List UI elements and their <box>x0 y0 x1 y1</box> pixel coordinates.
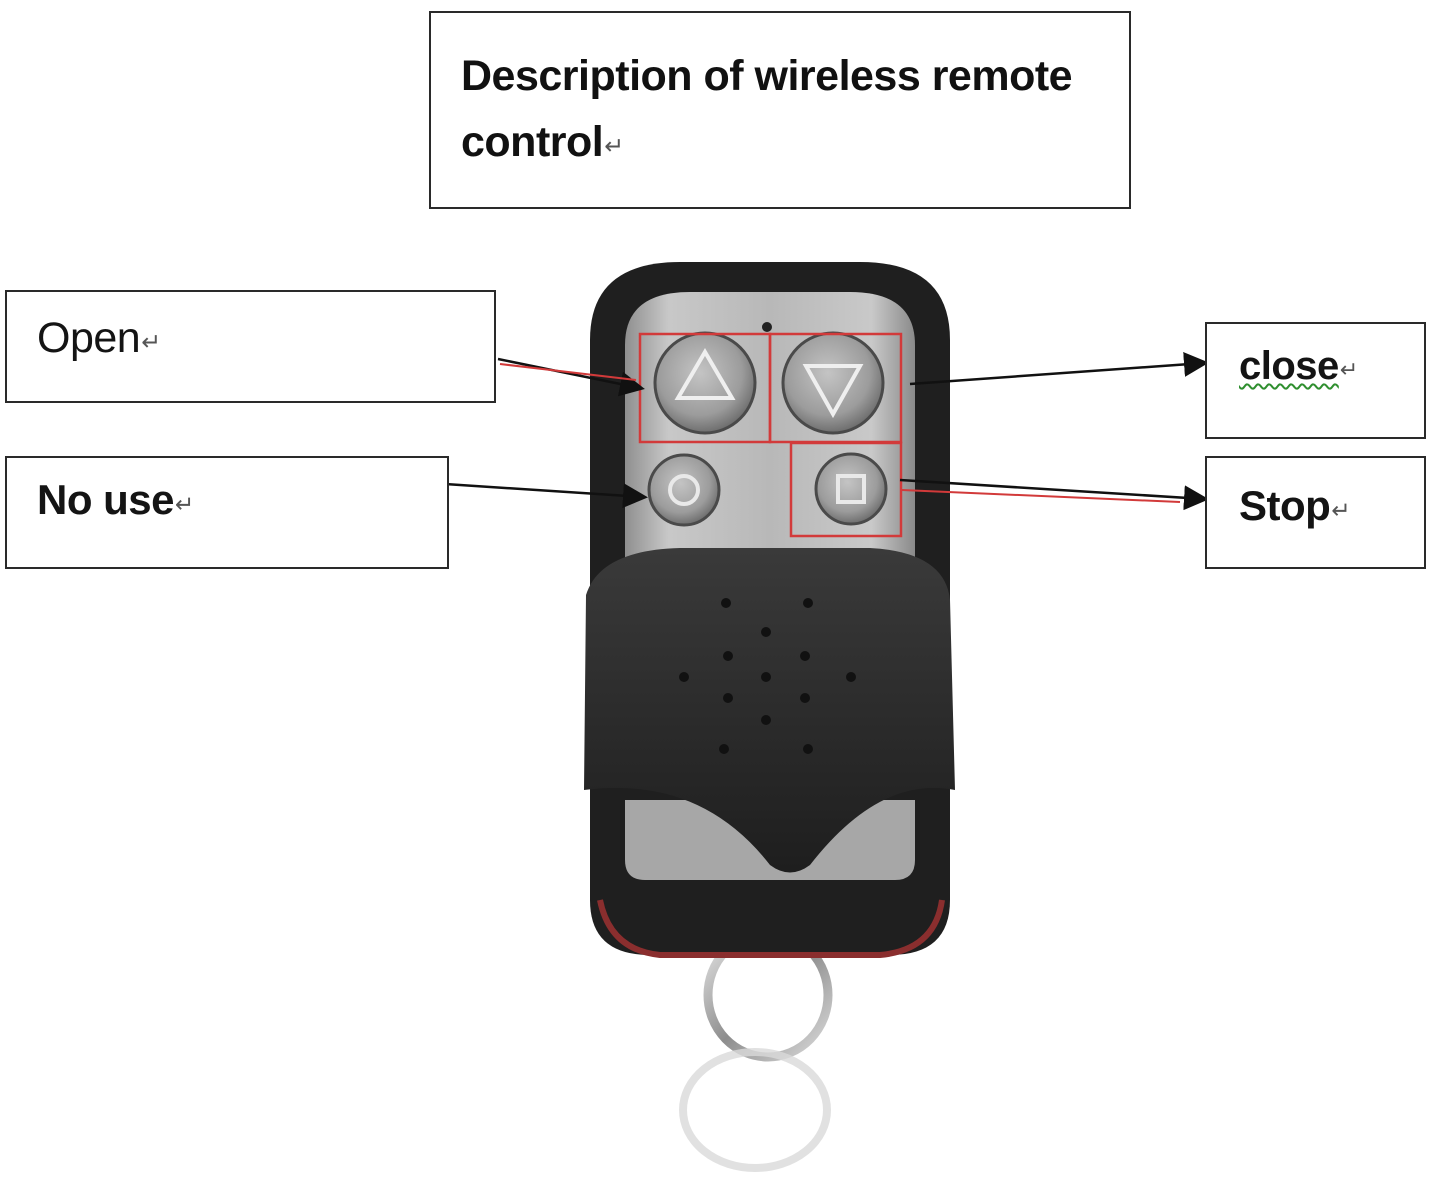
close-label-box: close↵ <box>1205 322 1426 439</box>
return-mark: ↵ <box>1331 497 1351 523</box>
page-title: Description of wireless remote control↵ <box>461 52 1073 166</box>
open-label: Open↵ <box>37 314 161 362</box>
close-arrow <box>909 351 1209 386</box>
up-triangle-icon <box>674 348 736 400</box>
open-button[interactable] <box>653 331 757 435</box>
callout-arrows <box>429 351 1209 511</box>
down-triangle-icon <box>802 364 864 419</box>
no-use-arrow <box>429 481 648 509</box>
circle-icon <box>668 474 700 506</box>
red-arrow-shadows <box>499 363 1181 503</box>
fob-rubber-cover <box>584 548 955 873</box>
close-label: close↵ <box>1239 344 1358 388</box>
return-mark: ↵ <box>175 491 194 517</box>
open-label-box: Open↵ <box>5 290 496 403</box>
no-use-label: No use↵ <box>37 476 194 523</box>
stop-arrow <box>899 478 1209 511</box>
stop-label: Stop↵ <box>1239 482 1351 529</box>
stop-button[interactable] <box>814 452 888 526</box>
close-button[interactable] <box>781 331 885 435</box>
no-use-button[interactable] <box>647 453 721 527</box>
return-mark: ↵ <box>1339 357 1358 382</box>
key-ring <box>679 928 833 1172</box>
open-arrow <box>497 357 645 397</box>
led-indicator <box>762 322 772 332</box>
return-mark: ↵ <box>604 134 624 160</box>
square-icon <box>836 474 866 504</box>
speaker-holes <box>679 598 856 754</box>
stop-label-box: Stop↵ <box>1205 456 1426 569</box>
title-box: Description of wireless remote control↵ <box>429 11 1131 209</box>
no-use-label-box: No use↵ <box>5 456 449 569</box>
fob-red-trim <box>597 899 945 958</box>
return-mark: ↵ <box>141 330 161 356</box>
